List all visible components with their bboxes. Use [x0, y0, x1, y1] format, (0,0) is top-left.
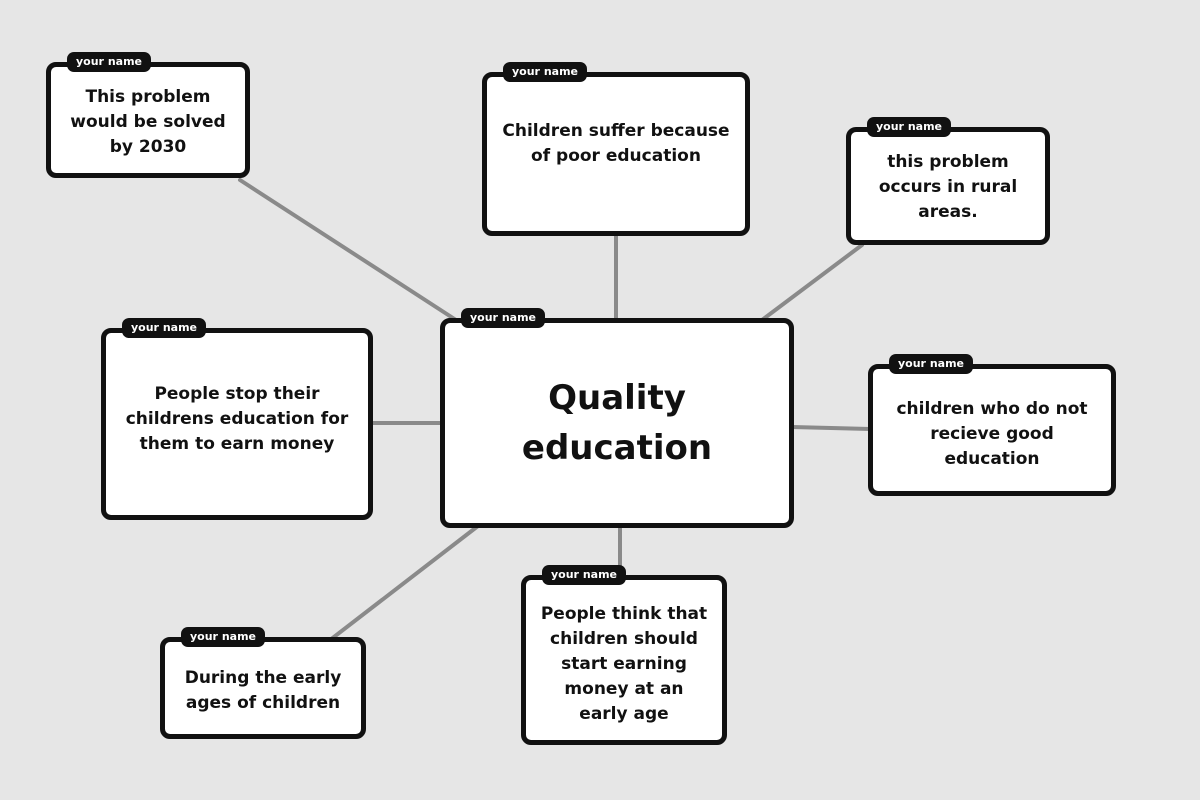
idea-card-top-left[interactable]: your name This problem would be solved b…	[46, 52, 250, 178]
idea-card-bottom-center[interactable]: your name People think that children sho…	[521, 565, 727, 745]
connector-middle-right	[790, 425, 872, 431]
author-tag: your name	[122, 318, 206, 338]
central-topic-text: Quality education	[521, 378, 713, 468]
author-tag: your name	[461, 308, 545, 328]
idea-card-middle-left[interactable]: your name People stop their childrens ed…	[101, 318, 373, 520]
idea-text: Children suffer because of poor educatio…	[502, 121, 730, 166]
connector-top-right	[760, 243, 864, 322]
idea-text: People stop their childrens education fo…	[125, 383, 349, 454]
connector-bottom-left	[328, 524, 480, 642]
author-tag: your name	[542, 565, 626, 585]
idea-text: this problem occurs in rural areas.	[878, 152, 1018, 222]
author-tag: your name	[889, 354, 973, 374]
central-topic-card[interactable]: your name Quality education	[440, 308, 794, 528]
author-tag: your name	[181, 627, 265, 647]
idea-text: children who do not recieve good educati…	[896, 398, 1088, 469]
idea-card-bottom-left[interactable]: your name During the early ages of child…	[160, 627, 366, 739]
idea-text: People think that children should start …	[540, 603, 708, 724]
idea-text: This problem would be solved by 2030	[70, 87, 226, 157]
author-tag: your name	[503, 62, 587, 82]
idea-card-middle-right[interactable]: your name children who do not recieve go…	[868, 354, 1116, 496]
idea-card-top-right[interactable]: your name this problem occurs in rural a…	[846, 117, 1050, 245]
idea-text: During the early ages of children	[184, 668, 342, 713]
author-tag: your name	[67, 52, 151, 72]
author-tag: your name	[867, 117, 951, 137]
connector-top-left	[238, 178, 458, 322]
idea-card-top-center[interactable]: your name Children suffer because of poo…	[482, 62, 750, 236]
